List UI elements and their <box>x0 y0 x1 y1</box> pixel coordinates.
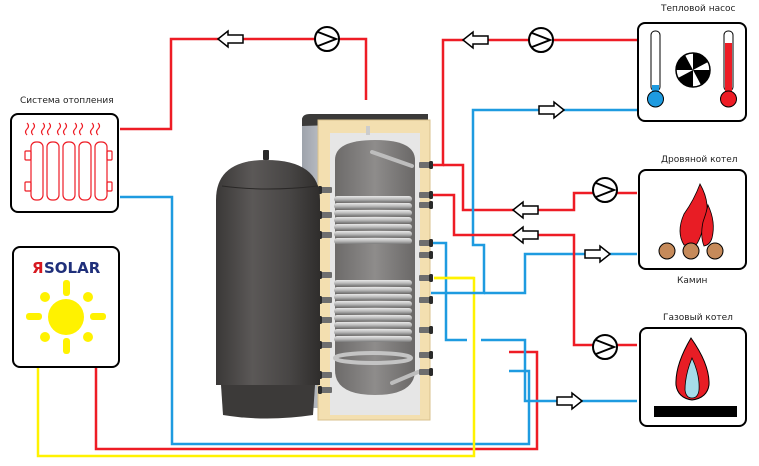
flow-arrow-icon <box>462 31 489 49</box>
pipe-heatpump-supply <box>431 38 637 167</box>
gas-burner-icon <box>654 406 737 417</box>
pump-icon <box>314 26 340 52</box>
wood-boiler-box[interactable] <box>638 169 747 270</box>
flow-arrow-icon <box>512 226 539 244</box>
label-heat-pump: Тепловой насос <box>660 4 736 14</box>
heat-pump-box[interactable] <box>637 22 747 122</box>
heating-system-box[interactable] <box>10 113 119 213</box>
gas-boiler-box[interactable] <box>639 327 747 427</box>
brand-logo-prefix: Я <box>32 259 44 277</box>
buffer-tank <box>302 114 433 421</box>
pump-icon <box>592 334 618 360</box>
flame-icon <box>679 183 714 247</box>
pipe-heatpump-return <box>431 108 637 295</box>
cold-thermometer-icon <box>647 30 664 108</box>
label-heating-system: Система отопления <box>20 96 114 106</box>
pump-icon <box>528 27 554 53</box>
pipe-heating-supply <box>120 37 368 131</box>
flow-arrow-icon <box>217 30 244 48</box>
flow-arrow-icon <box>538 101 565 119</box>
pipe-tank-blue-upper <box>431 241 467 342</box>
brand-logo-name: SOLAR <box>44 259 101 277</box>
flow-arrow-icon <box>584 245 611 263</box>
fan-icon <box>675 52 711 88</box>
pipe-wood-return <box>484 252 637 295</box>
firewood-icon <box>658 242 724 260</box>
flow-arrow-icon <box>512 201 539 219</box>
gas-flame-icon <box>675 337 710 401</box>
upper-coil <box>334 196 412 244</box>
pump-icon <box>592 177 618 203</box>
pipe-gas-supply <box>431 193 637 347</box>
lower-coil <box>333 280 413 365</box>
radiator-icon <box>24 122 113 201</box>
pipe-solar-red <box>94 350 539 451</box>
solar-collector-box[interactable]: Я SOLAR <box>12 246 120 368</box>
sun-icon <box>26 280 106 354</box>
flow-arrow-icon <box>556 392 583 410</box>
hot-thermometer-icon <box>720 30 737 108</box>
expansion-tank <box>216 150 320 419</box>
label-gas-boiler: Газовый котел <box>663 313 733 323</box>
label-wood-boiler: Дровяной котел <box>661 155 738 165</box>
label-fireplace: Камин <box>677 276 708 286</box>
